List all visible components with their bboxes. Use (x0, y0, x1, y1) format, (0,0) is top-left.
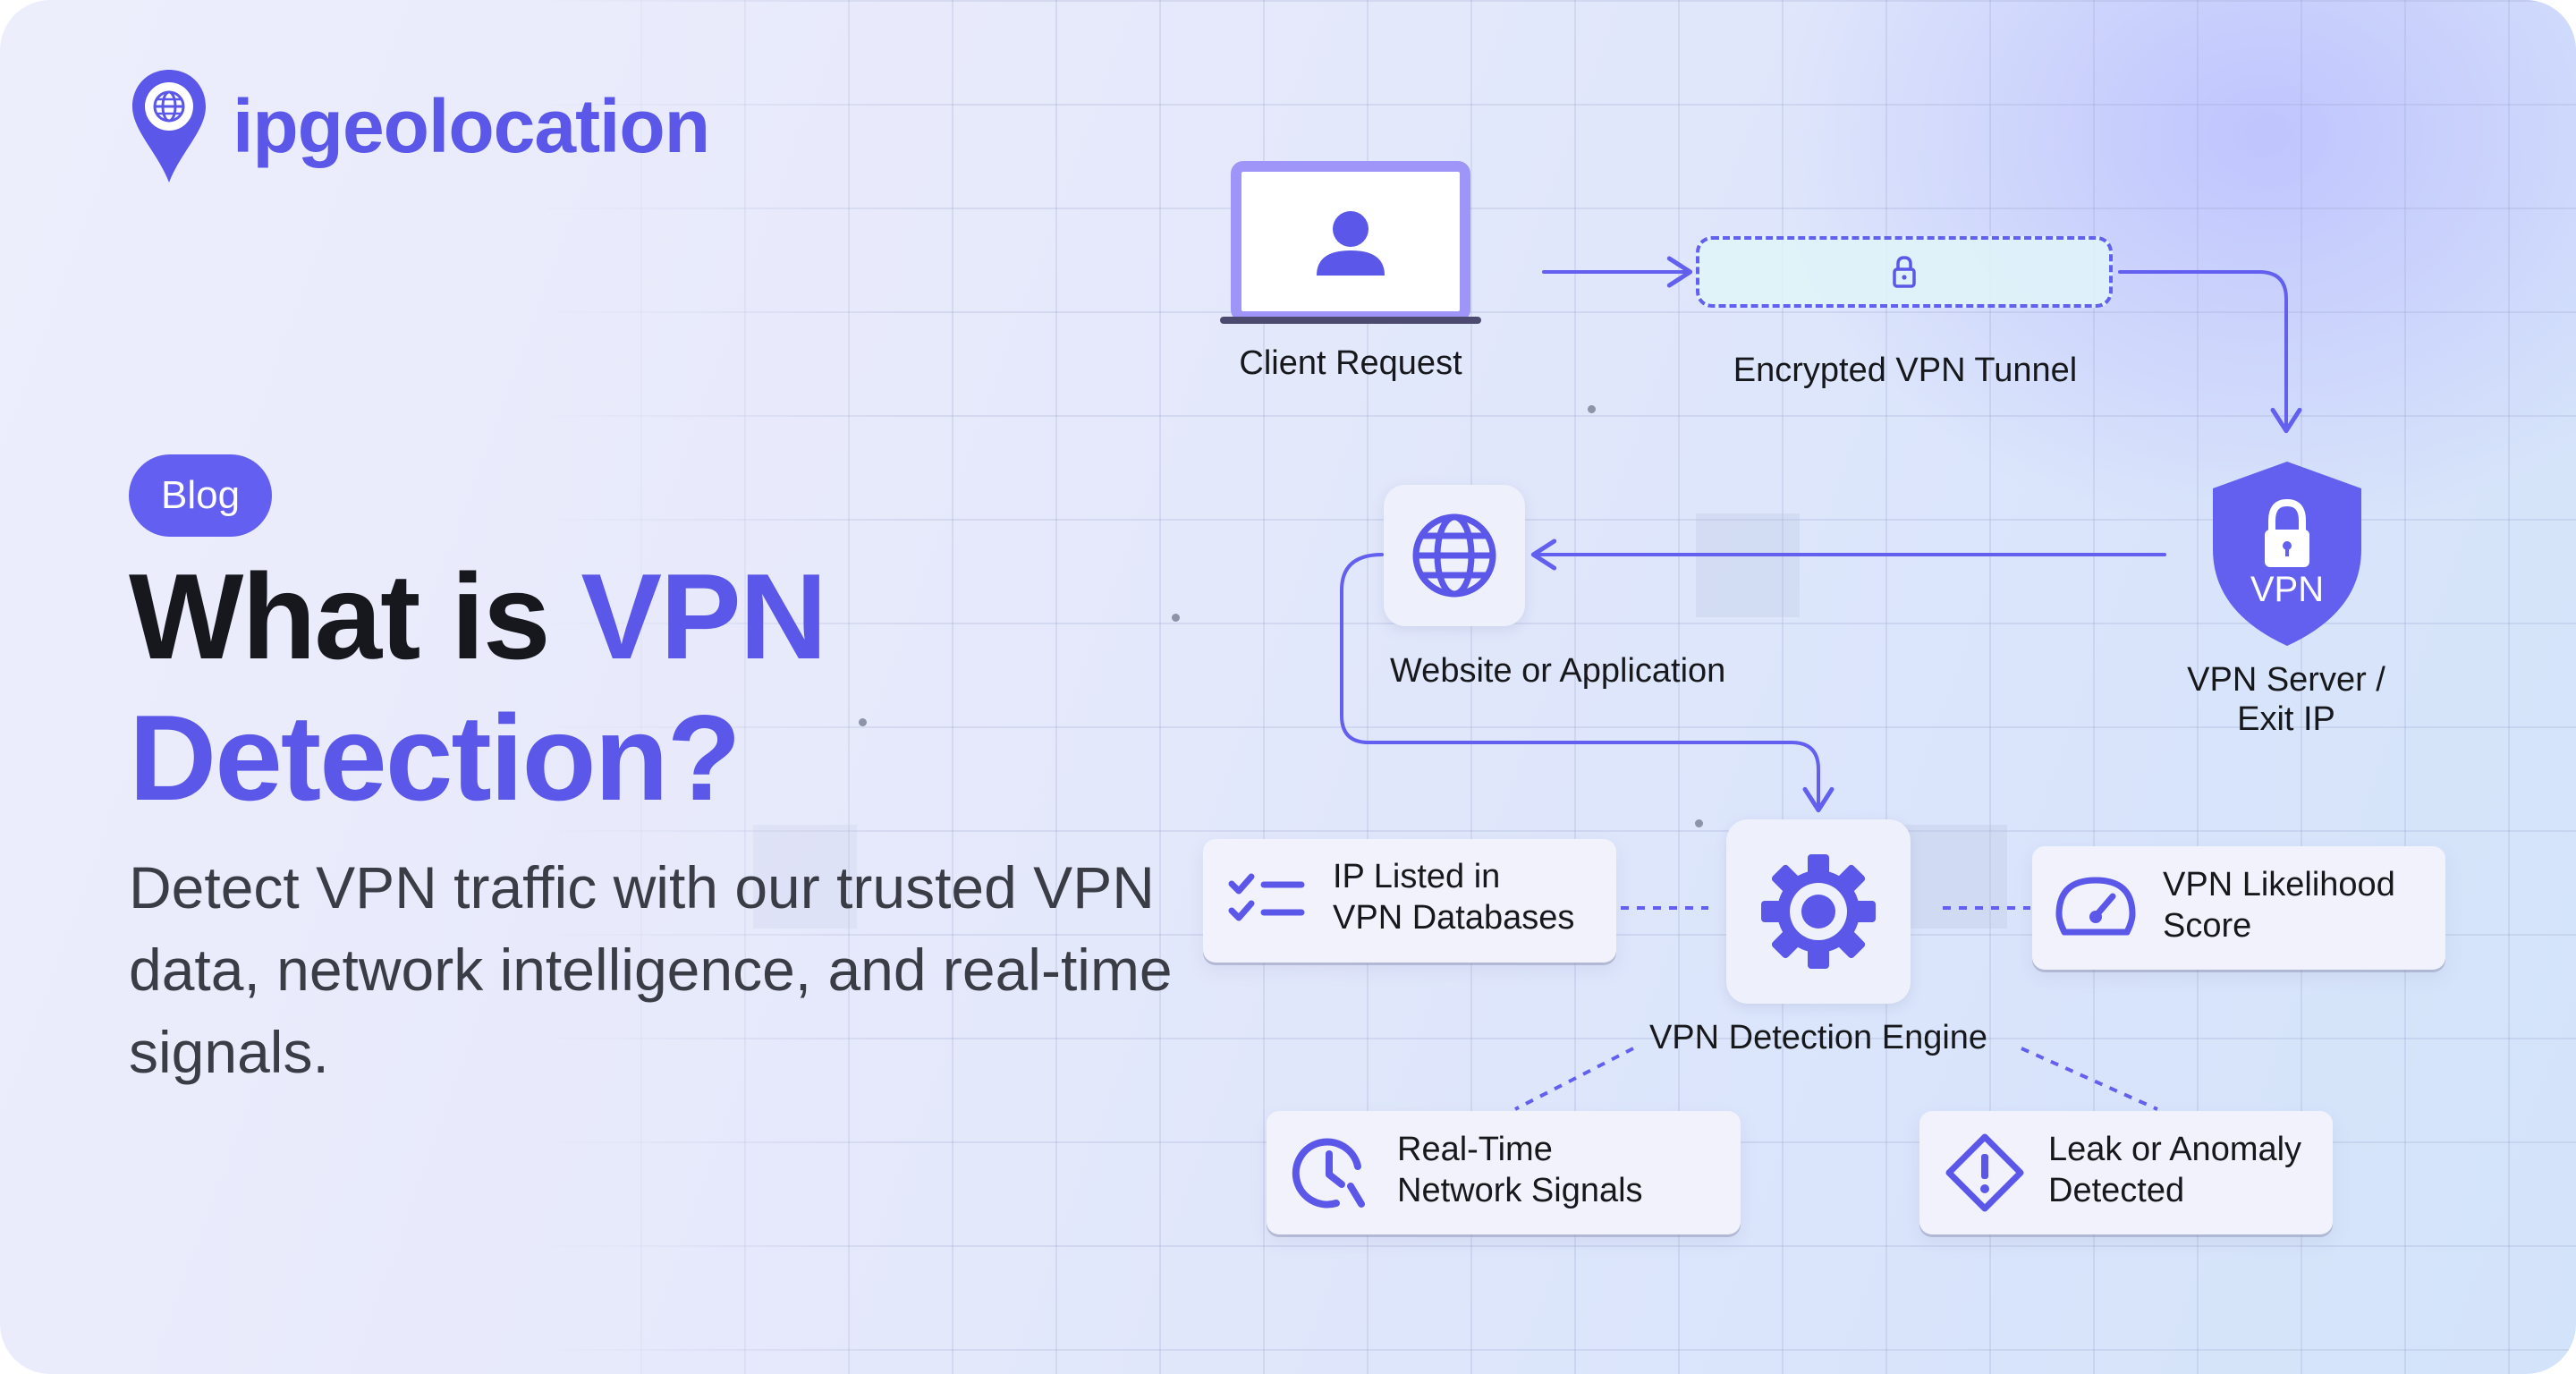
realtime-line2: Network Signals (1397, 1172, 1643, 1209)
page-title: What is VPN Detection? (129, 546, 827, 828)
title-line2: Detection? (129, 690, 741, 826)
brand-name: ipgeolocation (233, 84, 710, 168)
detection-engine-tile (1726, 819, 1911, 1004)
user-icon (1333, 211, 1368, 247)
brand-logo[interactable]: ipgeolocation (129, 66, 710, 186)
link-engine-leak (2021, 1047, 2158, 1111)
lock-icon (2265, 498, 2309, 567)
grid-shade (753, 825, 857, 929)
blog-badge[interactable]: Blog (129, 454, 273, 537)
grid-dot (1172, 614, 1180, 622)
checklist-icon (1228, 873, 1305, 921)
gauge-icon (2055, 877, 2136, 936)
signal-card-leak: Leak or Anomaly Detected (1919, 1111, 2333, 1234)
globe-icon (1412, 513, 1496, 598)
signal-card-likelihood: VPN Likelihood Score (2032, 846, 2445, 970)
grid-dot (1588, 405, 1596, 413)
signal-card-realtime: Real-Time Network Signals (1267, 1111, 1741, 1234)
laptop-icon (1220, 161, 1481, 324)
lock-icon (1893, 256, 1916, 288)
arrow-website-to-engine (1340, 553, 1835, 813)
grid-dot (859, 718, 867, 726)
grid-shade (1903, 825, 2007, 929)
clock-icon (1292, 1138, 1365, 1209)
client-request-label: Client Request (1239, 344, 1462, 382)
vpn-server-label-line1: VPN Server / (2187, 661, 2385, 699)
likelihood-line1: VPN Likelihood (2163, 866, 2395, 903)
shield-icon (2213, 462, 2361, 646)
tunnel-label: Encrypted VPN Tunnel (1733, 352, 2078, 389)
grid-dot (1695, 819, 1703, 827)
detection-engine-label: VPN Detection Engine (1648, 1019, 1988, 1056)
shield-vpn-text: VPN (2250, 570, 2325, 609)
leak-line1: Leak or Anomaly (2048, 1131, 2302, 1168)
website-tile (1384, 485, 1525, 626)
link-engine-realtime (1514, 1047, 1634, 1111)
website-label: Website or Application (1390, 652, 1726, 690)
signal-card-ip-listed: IP Listed in VPN Databases (1203, 839, 1616, 963)
likelihood-line2: Score (2163, 907, 2252, 945)
vpn-tunnel (1696, 236, 2113, 308)
location-pin-globe-icon (132, 70, 206, 182)
arrow-tunnel-to-server (2118, 270, 2302, 434)
page-subtitle: Detect VPN traffic with our trusted VPN … (129, 854, 1173, 1085)
title-highlight: VPN (580, 548, 827, 684)
warning-diamond-icon (1945, 1133, 2024, 1212)
gear-icon (1761, 854, 1876, 969)
title-plain: What is (129, 548, 581, 684)
ip-listed-line2: VPN Databases (1333, 899, 1575, 937)
leak-line2: Detected (2048, 1172, 2185, 1209)
realtime-line1: Real-Time (1397, 1131, 1553, 1168)
ip-listed-line1: IP Listed in (1333, 858, 1501, 895)
vpn-server-label-line2: Exit IP (2237, 700, 2335, 738)
grid-shade (1696, 513, 1800, 617)
